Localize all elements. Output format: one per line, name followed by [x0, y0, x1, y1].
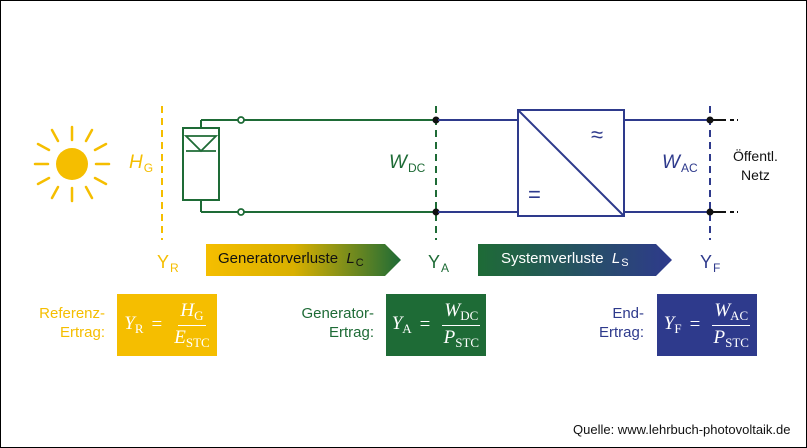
- final-yield-label: End- Ertrag:: [598, 305, 644, 341]
- sun-icon: [33, 125, 111, 203]
- wac-label: WAC: [662, 152, 698, 175]
- final-yield-formula: YF= WAC PSTC: [663, 299, 751, 350]
- ac-wiring: [438, 119, 708, 213]
- inverter-dc-symbol: =: [528, 182, 541, 207]
- pv-module-icon: [182, 120, 220, 212]
- yf-label: YF: [700, 252, 721, 275]
- inverter-icon: [517, 109, 625, 217]
- inverter-ac-symbol: ≈: [591, 122, 604, 147]
- wdc-label: WDC: [389, 152, 426, 175]
- grid-connection: [712, 119, 738, 213]
- source-caption: Quelle: www.lehrbuch-photovoltaik.de: [573, 422, 791, 437]
- generator-loss-arrow: [206, 244, 401, 276]
- public-grid-label: Öffentl. Netz: [733, 148, 778, 183]
- yr-label: YR: [157, 252, 179, 275]
- ya-label: YA: [428, 252, 450, 275]
- reference-yield-formula: YR= HG ESTC: [124, 299, 210, 350]
- system-loss-arrow: [478, 244, 672, 276]
- generator-yield-label: Generator- Ertrag:: [301, 305, 374, 341]
- system-loss-label: Systemverluste LS: [501, 250, 629, 269]
- hg-label: HG: [129, 152, 154, 175]
- generator-loss-label: Generatorverluste LC: [218, 250, 364, 269]
- reference-yield-label: Referenz- Ertrag:: [39, 305, 105, 341]
- generator-yield-formula: YA= WDC PSTC: [391, 299, 481, 350]
